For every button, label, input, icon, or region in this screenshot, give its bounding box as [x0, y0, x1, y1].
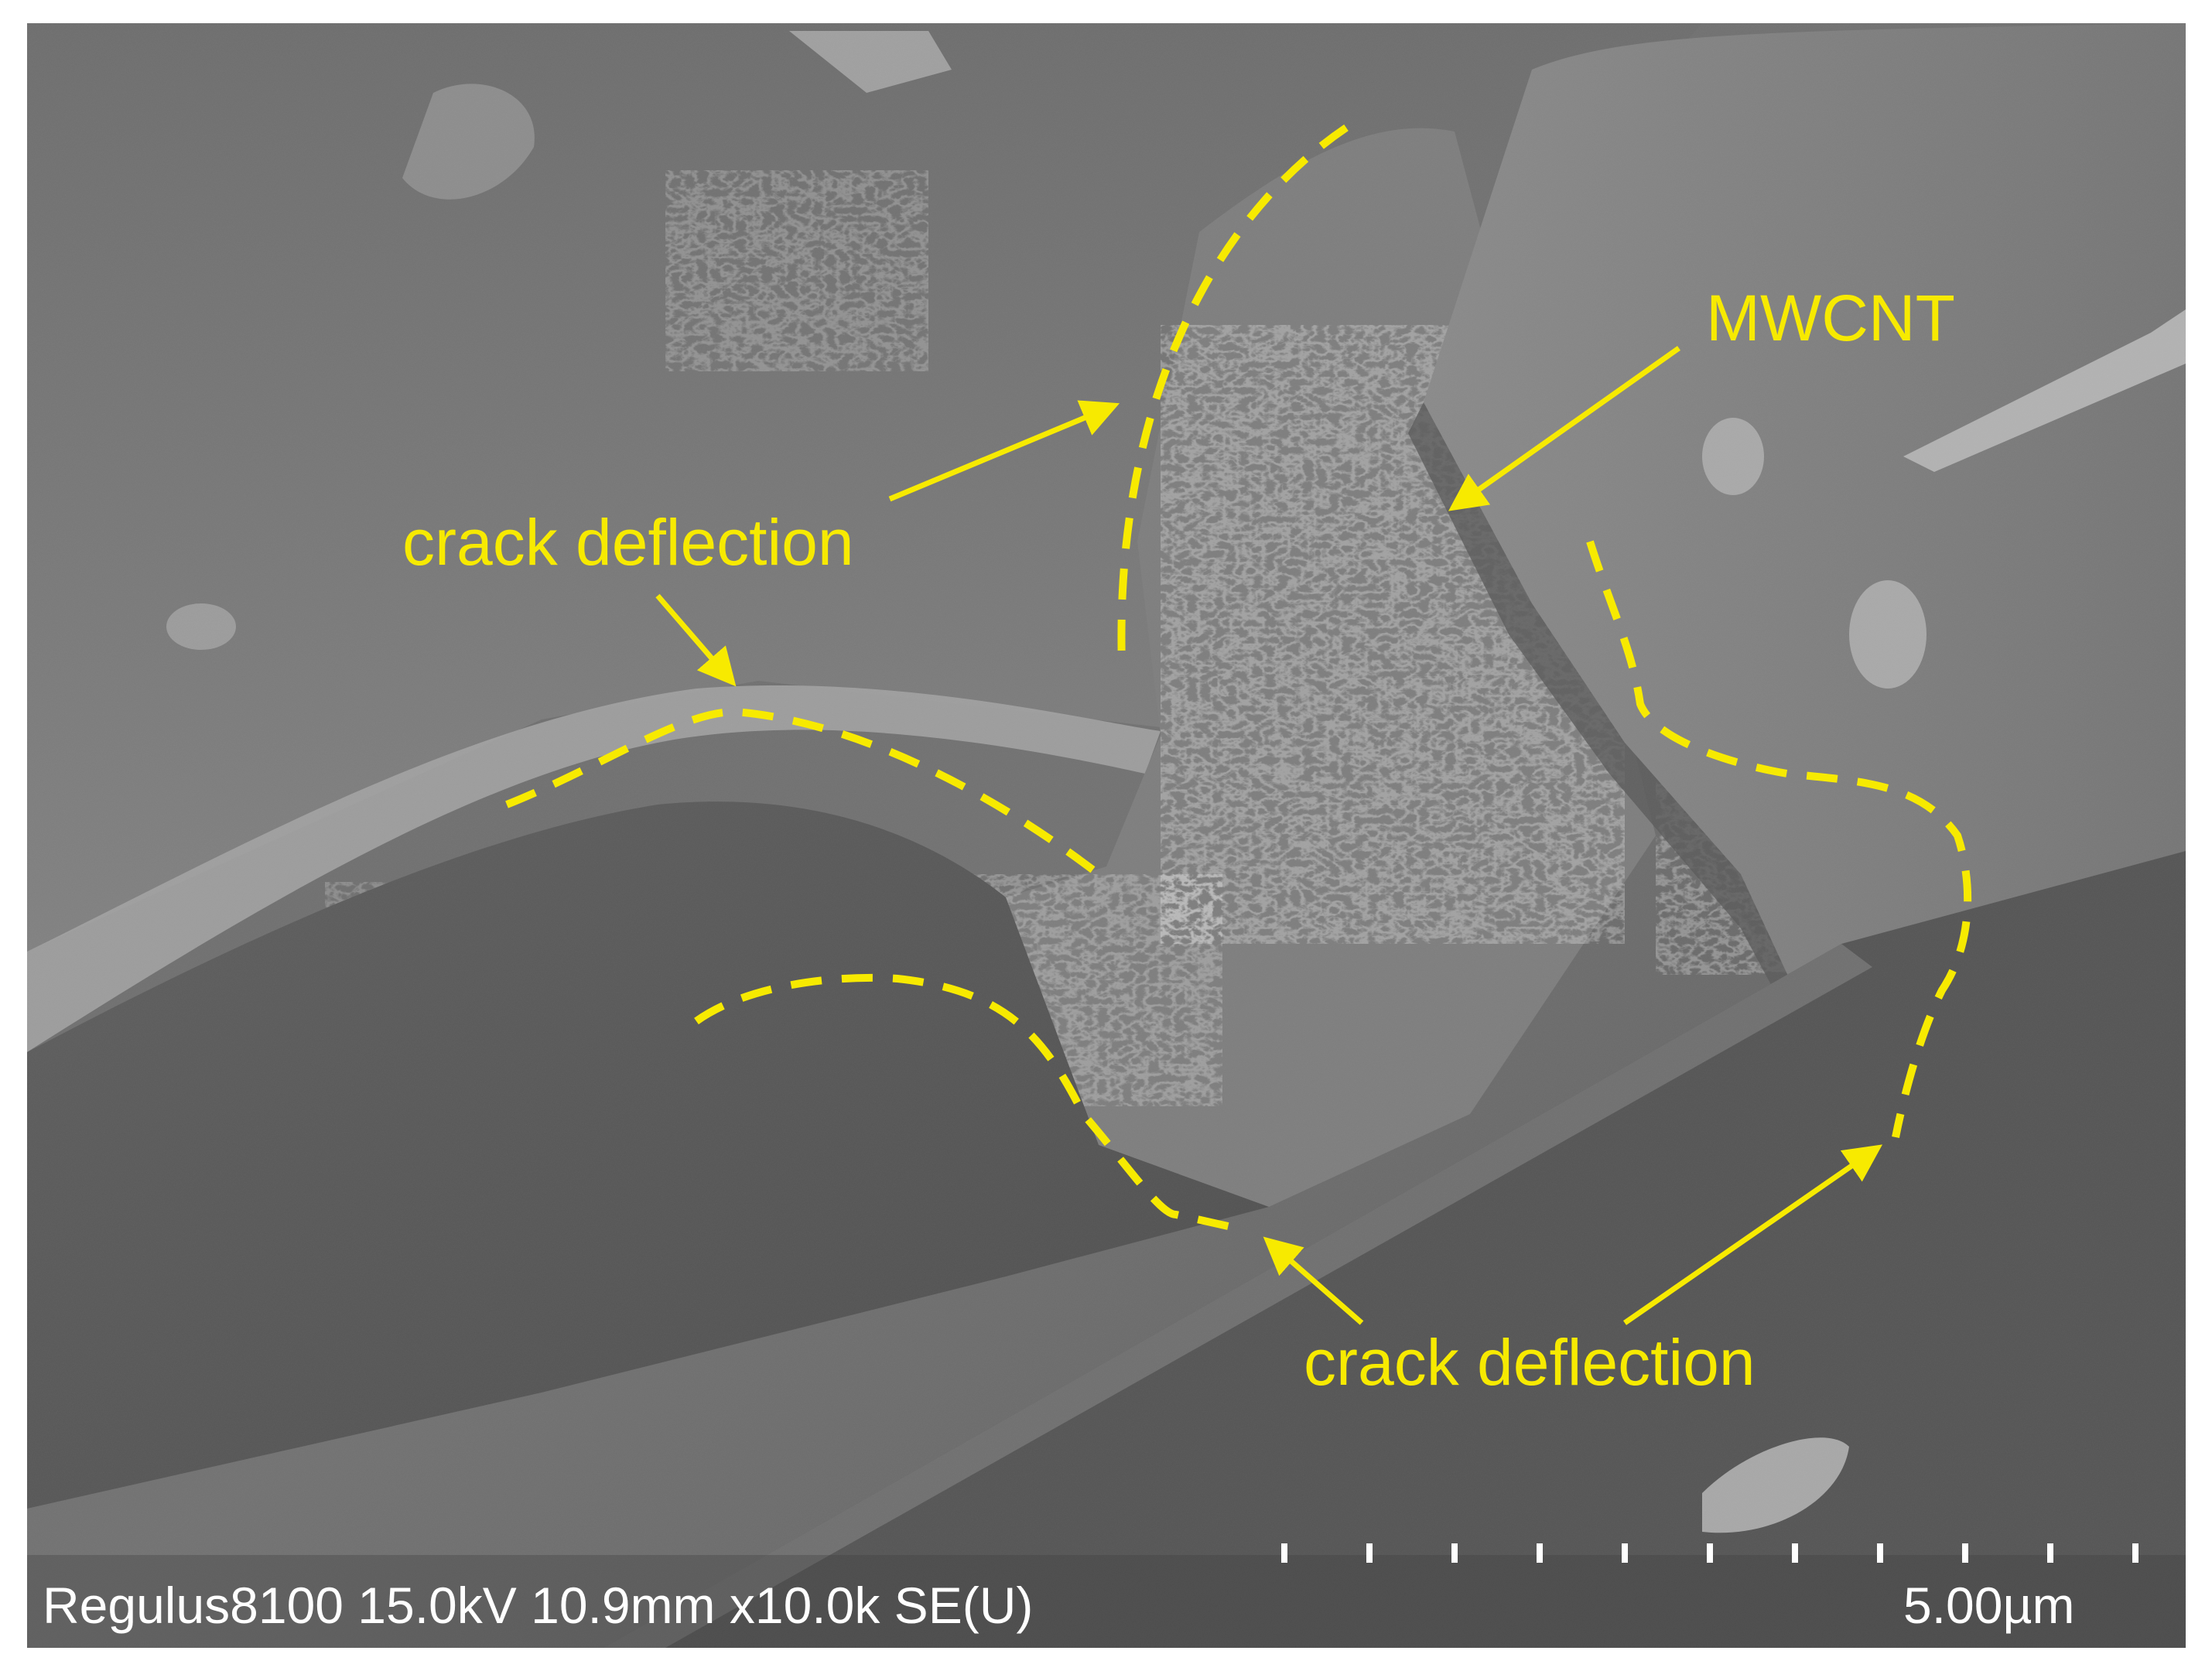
scale-bar	[1281, 1543, 2138, 1563]
micrograph-frame	[27, 23, 2186, 1648]
crack-path-lower	[694, 973, 1247, 1234]
crack-path-right	[1586, 540, 1972, 1138]
debris-particle	[1702, 418, 1764, 495]
label-crack-deflection-top: crack deflection	[402, 506, 854, 579]
arrow-to-ridge	[655, 593, 737, 687]
debris-particle	[402, 84, 535, 200]
crack-path-upper-arc	[1117, 124, 1349, 666]
right-fracture-block	[1424, 23, 2186, 1137]
label-mwcnt: MWCNT	[1706, 282, 1955, 354]
debris-particle	[166, 603, 236, 650]
label-crack-deflection-bottom: crack deflection	[1304, 1326, 1756, 1399]
sem-info-bar	[27, 1555, 2186, 1648]
lower-fiber-band	[27, 801, 1269, 1509]
arrow-to-right-crack	[1623, 1144, 1883, 1325]
instrument-parameters: Regulus8100 15.0kV 10.9mm x10.0k SE(U)	[43, 1577, 1033, 1634]
arrow-to-upper-arc	[888, 400, 1120, 502]
crack-path-group	[505, 124, 1972, 1234]
debris-particle	[1849, 580, 1927, 689]
debris-particle	[789, 31, 952, 93]
arrow-to-mwcnt	[1448, 346, 1681, 511]
debris-particle	[1702, 1437, 1849, 1533]
crack-path-ridge	[505, 707, 1102, 877]
bright-ridge	[27, 685, 1161, 1052]
debris-particle	[1903, 309, 2186, 472]
scale-bar-label: 5.00µm	[1903, 1577, 2074, 1634]
arrow-to-lower-crack	[1263, 1236, 1364, 1325]
annotation-arrows	[655, 346, 1883, 1325]
